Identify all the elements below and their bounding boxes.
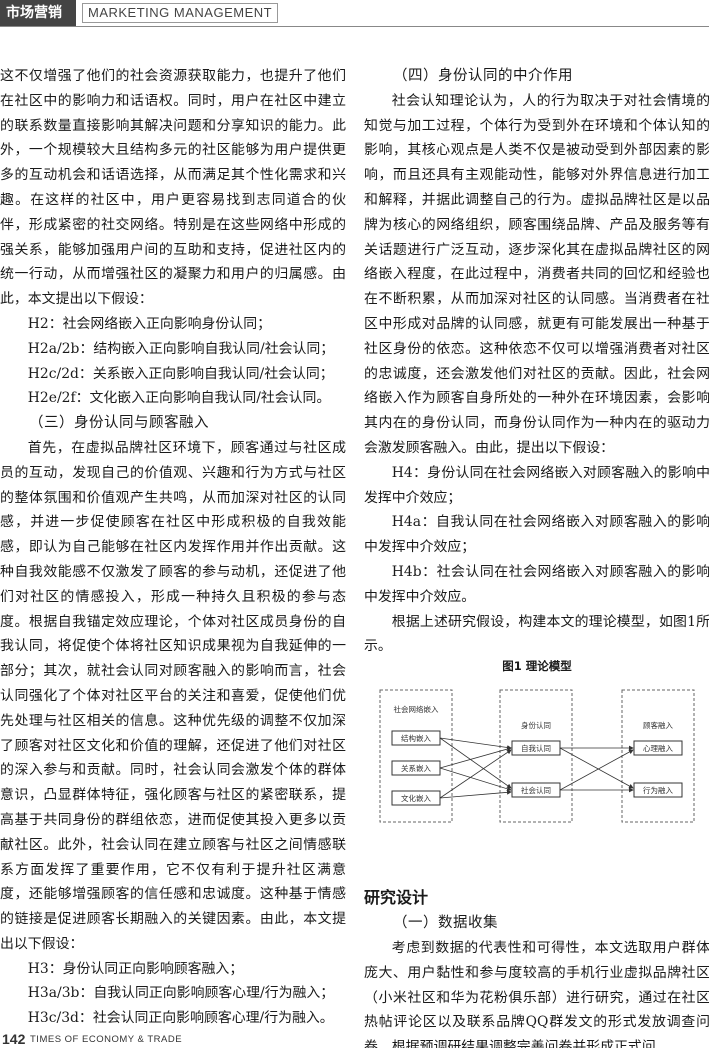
node-label: 行为融入 xyxy=(643,785,673,795)
node-label: 心理融入 xyxy=(643,743,673,753)
hypothesis-h2ef: H2e/2f：文化嵌入正向影响自我认同/社会认同。 xyxy=(27,390,331,407)
node-label: 自我认同 xyxy=(521,743,551,753)
section-category: 市场营销 xyxy=(0,0,76,26)
hypothesis-h4: H4：身份认同在社会网络嵌入对顾客融入的影响中发挥中介效应； xyxy=(364,464,709,506)
page-header: 市场营销 MARKETING MANAGEMENT xyxy=(0,0,709,27)
header-rule xyxy=(0,26,709,27)
subheading: （四）身份认同的中介作用 xyxy=(393,68,573,84)
node-label: 关系嵌入 xyxy=(401,763,431,773)
hypothesis-h4b: H4b：社会认同在社会网络嵌入对顾客融入的影响中发挥中介效应。 xyxy=(364,563,709,605)
hypothesis-h4a: H4a：自我认同在社会网络嵌入对顾客融入的影响中发挥中介效应； xyxy=(364,514,709,556)
group-box-identity xyxy=(499,689,573,823)
subheading: （一）数据收集 xyxy=(393,915,498,932)
hypothesis-h2: H2：社会网络嵌入正向影响身份认同； xyxy=(27,315,272,332)
page-footer: 142 TIMES OF ECONOMY & TRADE xyxy=(0,1028,709,1048)
node-behavior-engagement xyxy=(633,782,683,798)
model-diagram: 社会网络嵌入 身份认同 顾客融入 结构嵌入 关系嵌入 文化嵌入 自我认同 社会认… xyxy=(379,689,695,823)
journal-name: TIMES OF ECONOMY & TRADE xyxy=(30,1034,183,1045)
paragraph: 根据上述研究假设，构建本文的理论模型，如图1所示。 xyxy=(364,613,709,655)
section-heading: 研究设计 xyxy=(364,888,429,908)
group-box-engagement xyxy=(621,689,695,823)
model-arrows xyxy=(439,737,634,799)
left-column: 这不仅增强了他们的社会资源获取能力，也提升了他们在社区中的影响力和话语权。同时，… xyxy=(0,64,346,1031)
figure-theory-model: 图1 理论模型 社会网络嵌入 身份认同 顾客融入 结构嵌入 关系嵌入 文化嵌入 … xyxy=(364,658,709,858)
paragraph: 考虑到数据的代表性和可得性，本文选取用户群体庞大、用户黏性和参与度较高的手机行业… xyxy=(364,939,709,1048)
node-label: 社会认同 xyxy=(521,785,551,795)
hypothesis-h3ab: H3a/3b：自我认同正向影响顾客心理/行为融入； xyxy=(27,985,335,1002)
hypothesis-h3: H3：身份认同正向影响顾客融入； xyxy=(27,960,244,977)
hypothesis-h3cd: H3c/3d：社会认同正向影响顾客心理/行为融入。 xyxy=(27,1010,334,1027)
subheading: （三）身份认同与顾客融入 xyxy=(29,415,209,432)
group-box-network xyxy=(379,689,453,823)
group-label-engagement: 顾客融入 xyxy=(643,720,673,730)
group-label-network: 社会网络嵌入 xyxy=(394,704,439,714)
hypothesis-h2cd: H2c/2d：关系嵌入正向影响自我认同/社会认同； xyxy=(27,365,334,382)
section-english-title: MARKETING MANAGEMENT xyxy=(82,3,279,23)
paragraph: 这不仅增强了他们的社会资源获取能力，也提升了他们在社区中的影响力和话语权。同时，… xyxy=(0,68,346,308)
group-label-identity: 身份认同 xyxy=(521,720,551,730)
right-column: （四）身份认同的中介作用 社会认知理论认为，人的行为取决于对社会情境的知觉与加工… xyxy=(364,64,709,1048)
node-label: 结构嵌入 xyxy=(401,733,431,743)
node-label: 文化嵌入 xyxy=(401,793,431,803)
page-number: 142 xyxy=(2,1031,26,1047)
figure-title: 图1 理论模型 xyxy=(502,659,572,673)
node-psych-engagement xyxy=(633,740,683,756)
paragraph: 社会认知理论认为，人的行为取决于对社会情境的知觉与加工过程，个体行为受到外在环境… xyxy=(364,92,709,456)
hypothesis-h2ab: H2a/2b：结构嵌入正向影响自我认同/社会认同； xyxy=(27,340,335,357)
paragraph: 首先，在虚拟品牌社区环境下，顾客通过与社区成员的互动，发现自己的价值观、兴趣和行… xyxy=(0,439,346,952)
